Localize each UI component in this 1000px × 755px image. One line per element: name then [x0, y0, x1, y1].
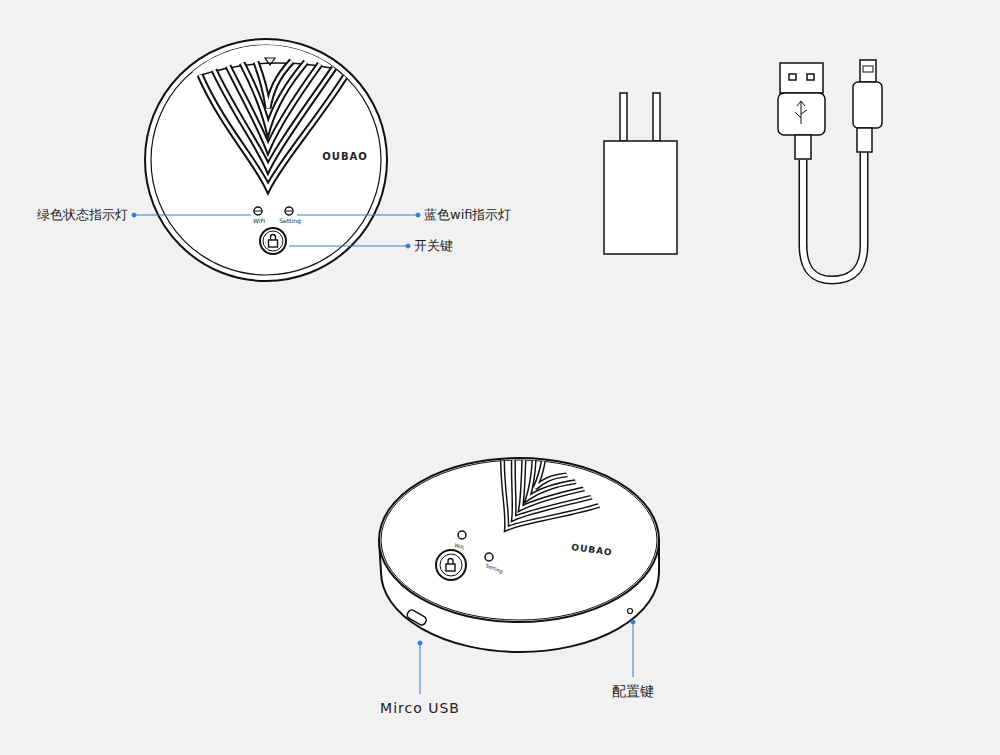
part-label: 蓝色wifi指示灯 [424, 208, 511, 223]
part-label: Mirco USB [380, 700, 460, 716]
led-caption: Setting [279, 218, 300, 225]
leader-lines [132, 213, 420, 248]
device-perspective-view [379, 434, 659, 652]
part-label: 绿色状态指示灯 [37, 208, 128, 223]
led-caption: Setting [485, 563, 504, 575]
device-top-view [145, 39, 387, 281]
part-label: 配置键 [612, 683, 654, 699]
power-adapter [604, 93, 677, 254]
led-caption: WiFi [253, 218, 265, 225]
usb-cable [778, 60, 882, 280]
brand-logo: OUBAO [571, 542, 613, 558]
led-caption: WiFi [453, 542, 465, 551]
part-label: 开关键 [414, 239, 453, 254]
brand-logo: OUBAO [322, 151, 367, 163]
leader-lines [418, 620, 635, 694]
